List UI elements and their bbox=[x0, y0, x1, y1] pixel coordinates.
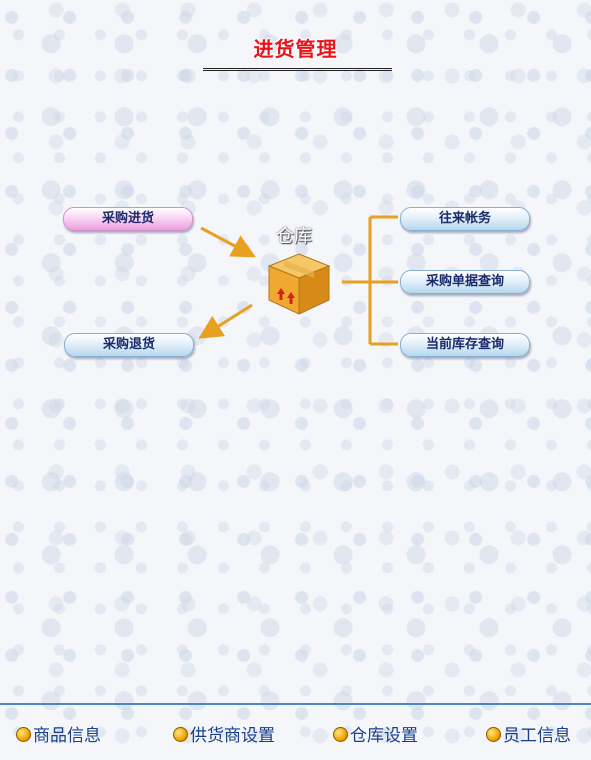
arrow-purchase-return bbox=[198, 303, 253, 339]
footer-link-label: 仓库设置 bbox=[350, 726, 418, 746]
footer-nav: 商品信息 供货商设置 仓库设置 员工信息 bbox=[0, 722, 591, 750]
footer-link-product-info[interactable]: 商品信息 bbox=[16, 722, 101, 750]
ledger-button[interactable]: 往来帐务 bbox=[400, 207, 530, 231]
inventory-query-button[interactable]: 当前库存查询 bbox=[400, 333, 530, 357]
bullet-icon bbox=[173, 726, 188, 742]
warehouse-label: 仓库 bbox=[276, 226, 312, 247]
page-title: 进货管理 bbox=[253, 37, 338, 61]
footer-divider bbox=[0, 703, 591, 705]
footer-link-label: 商品信息 bbox=[33, 726, 101, 746]
footer-link-employee-info[interactable]: 员工信息 bbox=[486, 722, 571, 750]
bullet-icon bbox=[16, 726, 31, 742]
purchase-in-button[interactable]: 采购进货 bbox=[63, 207, 193, 231]
purchase-order-query-button[interactable]: 采购单据查询 bbox=[400, 270, 530, 294]
bullet-icon bbox=[486, 726, 501, 742]
footer-link-warehouse-settings[interactable]: 仓库设置 bbox=[333, 722, 418, 750]
footer-link-supplier-settings[interactable]: 供货商设置 bbox=[173, 722, 275, 750]
purchase-return-button[interactable]: 采购退货 bbox=[64, 333, 194, 357]
footer-link-label: 供货商设置 bbox=[190, 726, 275, 746]
title-underline bbox=[203, 68, 392, 71]
bullet-icon bbox=[333, 726, 348, 742]
footer-link-label: 员工信息 bbox=[503, 726, 571, 746]
warehouse-box-icon[interactable] bbox=[265, 250, 333, 318]
arrow-purchase-in bbox=[200, 226, 256, 258]
